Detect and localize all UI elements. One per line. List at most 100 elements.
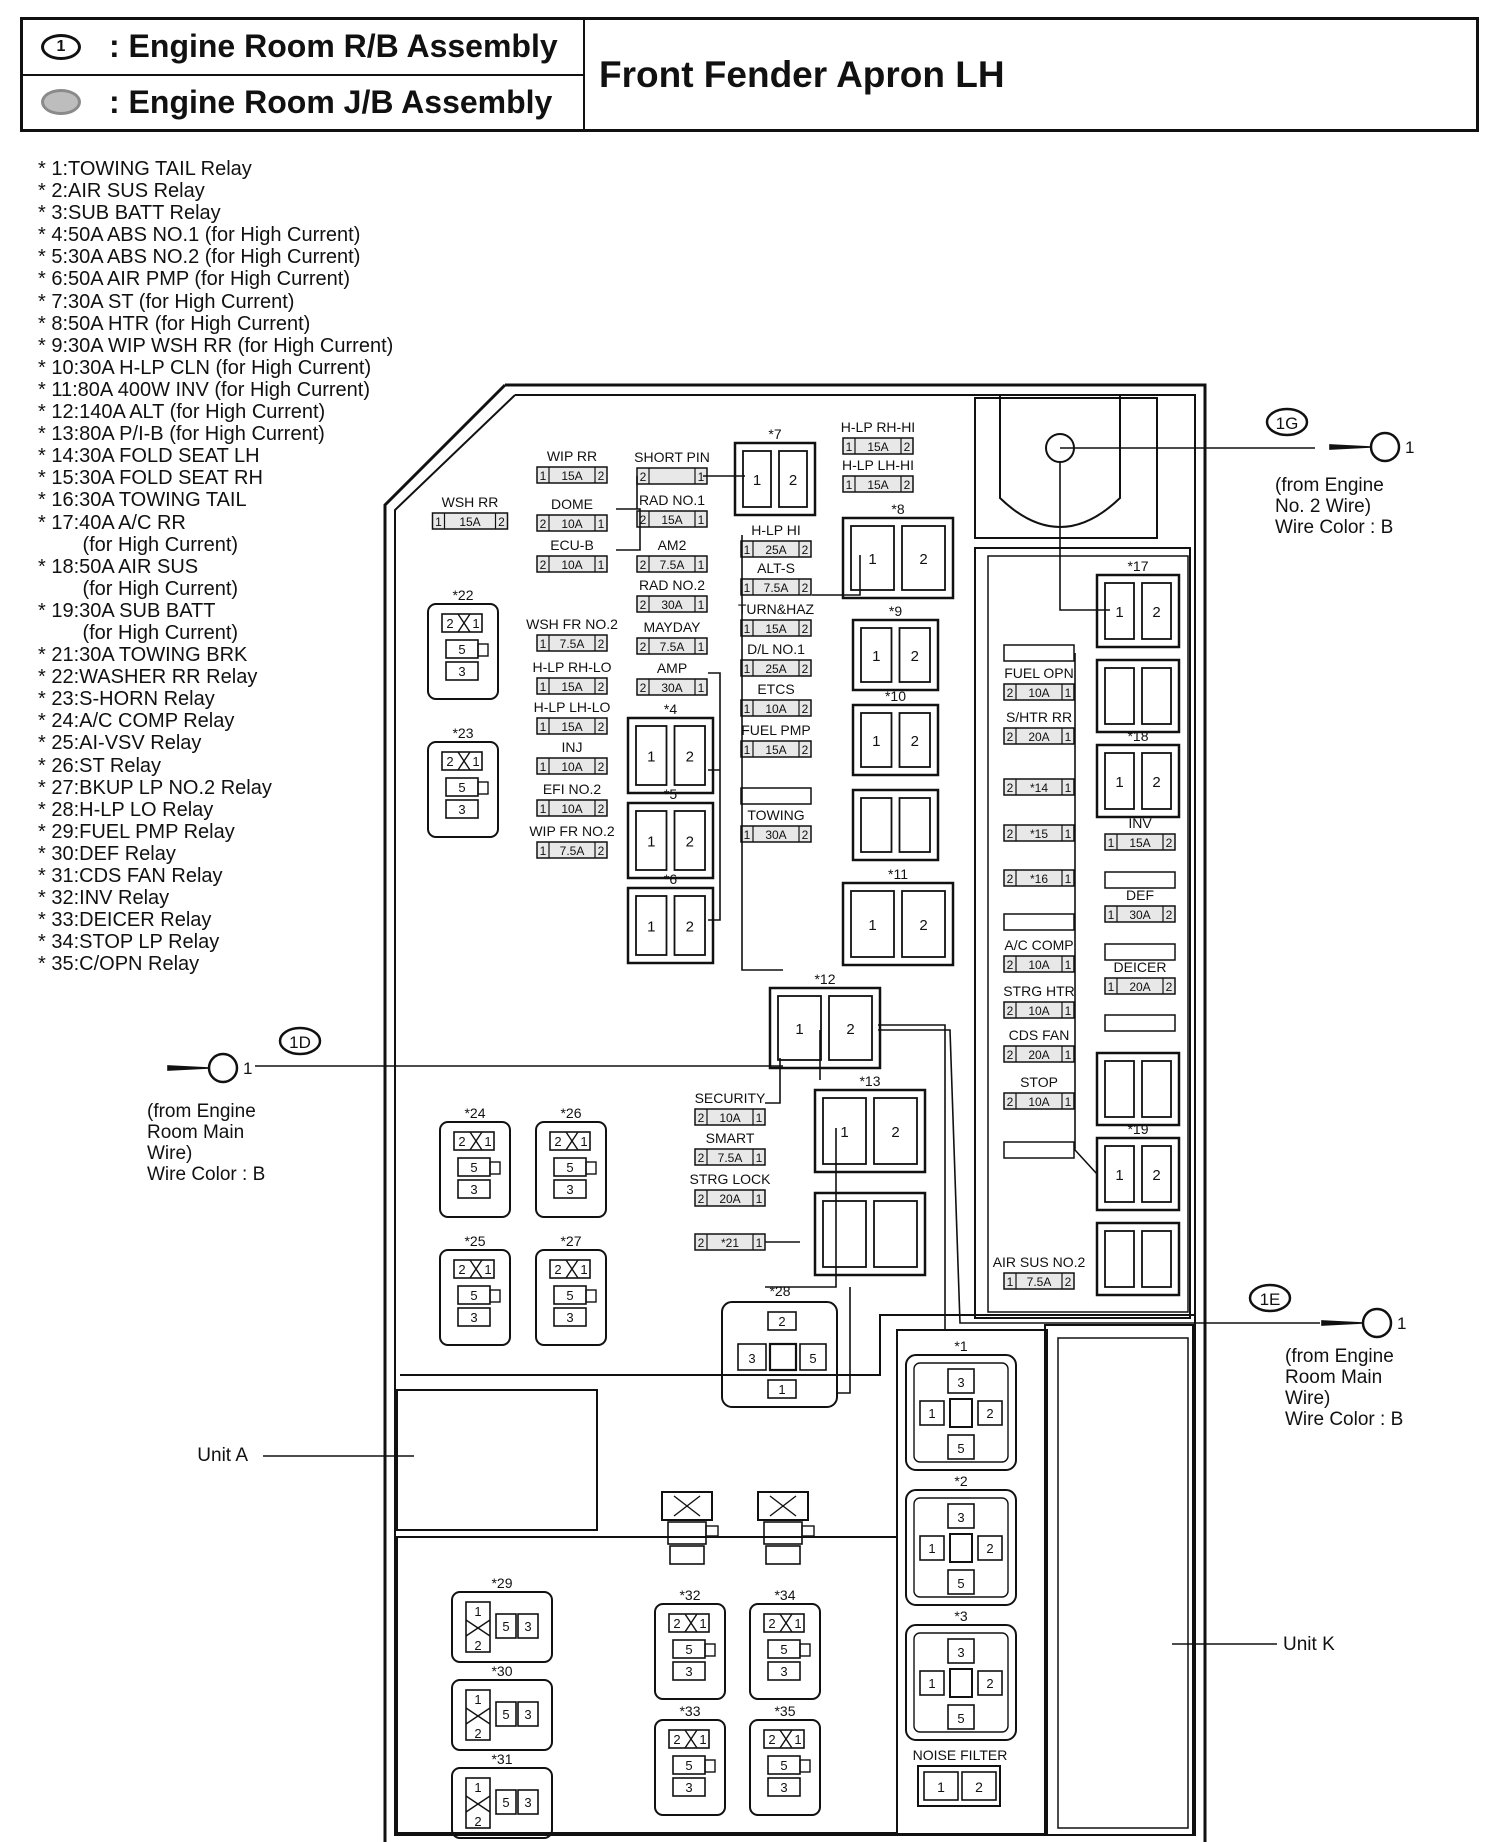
fuse-label-inj: INJ [562,739,583,755]
fuse-label-amp: AMP [657,660,687,676]
fuse-legend-item: * 14:30A FOLD SEAT LH [38,445,260,468]
fuse-pin: 2 [698,1236,705,1250]
fuse-legend-item: * 15:30A FOLD SEAT RH [38,467,263,490]
relay-pin: 3 [524,1795,531,1810]
fuse-pin: 2 [1007,872,1014,886]
fuse-legend-item: * 33:DEICER Relay [38,909,212,932]
fuse-pin: 2 [802,743,809,757]
relay-25 [439,1249,511,1346]
fuse-pin: 1 [698,513,705,527]
relay-pin: 5 [566,1288,573,1303]
fuse-legend-item: * 34:STOP LP Relay [38,931,220,954]
relay-3-ref: *3 [954,1608,967,1624]
fuse-pin: 1 [435,515,442,529]
relay-slot-blank [1095,1051,1181,1127]
fuse-label-dl_no1: D/L NO.1 [747,641,805,657]
relay-pin: 5 [566,1160,573,1175]
relay-12-ref: *12 [814,971,835,987]
spare-fuse-slot [1104,943,1176,961]
relay-pin: 5 [780,1758,787,1773]
relay-pin: 2 [673,1616,680,1631]
fuse-pin: 1 [1108,908,1115,922]
fuse-rating: 7.5A [1027,1275,1052,1289]
fuse-pin: 2 [1007,730,1014,744]
fuse-pin: 2 [1065,1275,1072,1289]
fuse-pin: 1 [1065,1004,1072,1018]
relay-31 [451,1767,553,1839]
fuse-label-deicer: DEICER [1114,959,1167,975]
relay-pin: 5 [957,1441,964,1456]
fuse-pin: 1 [698,640,705,654]
fuse-legend-item: * 8:50A HTR (for High Current) [38,312,311,335]
fuse-pin: 1 [1065,730,1072,744]
relay-5-ref: *5 [664,786,677,802]
fuse-label-hlp_lh_hi: H-LP LH-HI [842,457,914,473]
fuse-rating: 7.5A [764,581,789,595]
fuse-legend-item: * 7:30A ST (for High Current) [38,290,295,313]
connector-1g-note: No. 2 Wire) [1275,496,1371,517]
relay-pin: 1 [928,1541,935,1556]
fuse-pin: 2 [598,844,605,858]
fuse-label-efi_no2: EFI NO.2 [543,781,602,797]
relay-12-pin: 1 [795,1021,803,1038]
fuse-pin: 1 [1108,980,1115,994]
fuse-pin: 2 [598,802,605,816]
spare-fuse-slot [740,787,812,805]
connector-1d-eye-icon [207,1052,239,1084]
rb-inner-case [394,394,1196,1836]
fuse-pin: 2 [802,702,809,716]
relay-4-pin: 2 [686,749,694,766]
fuse-label-fuel_opn: FUEL OPN [1004,665,1074,681]
relay-5-pin: 1 [647,834,655,851]
fuse-rating: 10A [561,517,582,531]
relay-17-pin: 2 [1152,604,1160,621]
fuse-rating: 15A [867,440,888,454]
relay-10 [851,703,940,777]
relay-pin: 3 [780,1664,787,1679]
relay-12-pin: 2 [846,1021,854,1038]
relay-pin: 3 [685,1780,692,1795]
relay-pin: 2 [474,1726,481,1741]
relay-13-pin: 1 [840,1124,848,1141]
wire [812,555,861,596]
relay-5 [626,801,715,880]
fuse-legend-item: * 16:30A TOWING TAIL [38,489,247,512]
right-fuse-block-inner [987,555,1189,1313]
fuse-pin: 1 [744,622,751,636]
wire [878,1024,946,1330]
fuse-label-turn_haz: TURN&HAZ [738,601,815,617]
relay-pin: 5 [809,1351,816,1366]
relay-pin: 3 [566,1182,573,1197]
fuse-legend-item: * 22:WASHER RR Relay [38,666,258,689]
relay-5-pin: 2 [686,834,694,851]
connector-1d-note: Wire Color : B [147,1164,265,1185]
legend-rb-label: : Engine Room R/B Assembly [109,28,558,65]
fuse-pin: 1 [598,558,605,572]
fuse-label-towing: TOWING [747,807,804,823]
fuse-rating: 20A [1028,730,1049,744]
relay-22 [427,603,499,700]
connector-1g-note: Wire Color : B [1275,517,1393,538]
plug-unnamed [757,1491,809,1521]
fuse-pin: 1 [756,1236,763,1250]
fuse-pin: 1 [698,681,705,695]
fuse-rating: 15A [459,515,480,529]
fuse-legend-item: * 9:30A WIP WSH RR (for High Current) [38,334,394,357]
relay-pin: 2 [986,1541,993,1556]
relay-3 [905,1624,1017,1741]
relay-pin: 1 [778,1382,785,1397]
fuse-rating: 10A [561,802,582,816]
relay-pin: 3 [957,1375,964,1390]
relay-pin: 1 [580,1262,587,1277]
fuse-pin: 1 [1065,827,1072,841]
